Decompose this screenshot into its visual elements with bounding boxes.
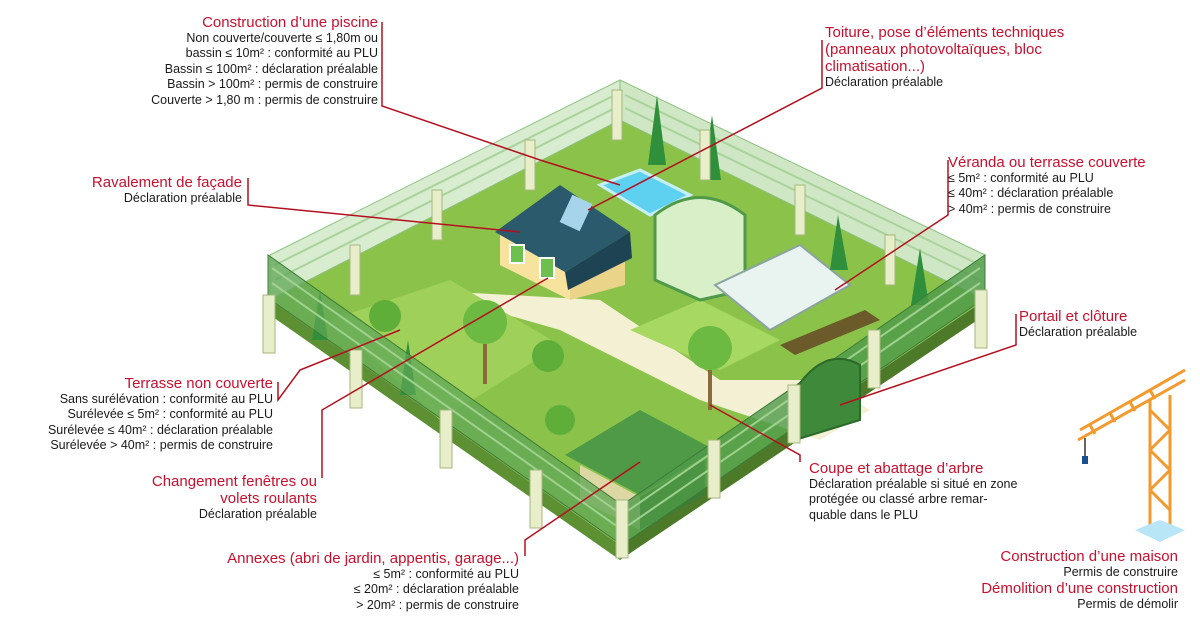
veranda-line: ≤ 40m² : déclaration préalable <box>948 186 1114 201</box>
terrasse-line: Surélevée ≤ 40m² : déclaration préalable <box>47 422 273 437</box>
solar-panel <box>559 194 593 232</box>
fenetres-line: Déclaration préalable <box>198 507 317 521</box>
annotation-ravalement: Ravalement de façade Déclaration préalab… <box>92 174 242 206</box>
arbre-line: Déclaration préalable si situé en zone <box>809 477 1018 491</box>
fenetres-title: Changement fenêtres ou volets roulants <box>151 473 317 507</box>
annotation-arbre: Coupe et abattage d’arbre Déclaration pr… <box>809 460 1017 523</box>
arbre-line: protégée ou classé arbre remar- <box>809 492 988 507</box>
annotation-terrasse: Terrasse non couverte Sans surélévation … <box>48 375 273 454</box>
terrasse-title: Terrasse non couverte <box>124 375 273 392</box>
demolition-title: Démolition d’une construction <box>981 580 1178 598</box>
fence-pillars <box>262 89 988 559</box>
garden-path <box>420 290 870 440</box>
crane-hook <box>1082 456 1088 464</box>
annexes-line: > 20m² : permis de construire <box>356 597 519 612</box>
terrasse-line: Surélevée ≤ 5m² : conformité au PLU <box>67 407 273 422</box>
garden-bed <box>780 310 880 355</box>
leader-lines <box>247 22 1017 556</box>
house-window-1 <box>509 244 525 264</box>
portail-title: Portail et clôture <box>1019 308 1128 325</box>
toiture-line: Déclaration préalable <box>825 75 944 89</box>
crane-base <box>1135 520 1185 542</box>
house-window-2 <box>539 257 555 279</box>
greenhouse <box>713 243 852 332</box>
piscine-line: Bassin ≤ 100m² : déclaration préalable <box>164 61 378 76</box>
piscine-line: Non couverte/couverte ≤ 1,80m ou <box>186 31 378 45</box>
annotation-toiture: Toiture, pose d’éléments techniques (pan… <box>825 24 1064 90</box>
annotation-annexes: Annexes (abri de jardin, appentis, garag… <box>227 550 519 613</box>
terrasse-line: Sans surélévation : conformité au PLU <box>59 392 273 406</box>
ravalement-line: Déclaration préalable <box>123 191 242 205</box>
veranda-line: ≤ 5m² : conformité au PLU <box>948 171 1094 185</box>
shed-roof <box>565 410 715 495</box>
veranda-line: > 40m² : permis de construire <box>948 201 1111 216</box>
annotation-maison: Construction d’une maison Permis de cons… <box>981 548 1178 613</box>
annotation-portail: Portail et clôture Déclaration préalable <box>1019 308 1137 340</box>
piscine-title: Construction d’une piscine <box>202 14 378 31</box>
toiture-title: Toiture, pose d’éléments techniques (pan… <box>825 24 1065 75</box>
maison-line: Permis de construire <box>1063 565 1178 579</box>
annexes-line: ≤ 5m² : conformité au PLU <box>373 567 519 581</box>
annotation-fenetres: Changement fenêtres ou volets roulants D… <box>152 473 317 522</box>
veranda-title: Véranda ou terrasse couverte <box>948 154 1146 171</box>
ravalement-title: Ravalement de façade <box>91 174 242 191</box>
arbre-title: Coupe et abattage d’arbre <box>809 460 984 477</box>
piscine-line: bassin ≤ 10m² : conformité au PLU <box>185 46 378 61</box>
annotation-veranda: Véranda ou terrasse couverte ≤ 5m² : con… <box>948 154 1146 217</box>
annexes-title: Annexes (abri de jardin, appentis, garag… <box>227 550 519 567</box>
demolition-line: Permis de démolir <box>1077 597 1178 612</box>
annexes-line: ≤ 20m² : déclaration préalable <box>353 582 519 597</box>
tower-crane <box>1077 368 1186 530</box>
house-roof <box>495 185 630 272</box>
annotation-piscine: Construction d’une piscine Non couverte/… <box>151 14 378 108</box>
house-roof-dark <box>565 232 632 290</box>
maison-title: Construction d’une maison <box>1000 548 1178 565</box>
pool <box>596 168 694 217</box>
arbre-line: quable dans le PLU <box>809 507 919 522</box>
terrasse-line: Surélevée > 40m² : permis de construire <box>50 438 273 453</box>
piscine-line: Couverte > 1,80 m : permis de construire <box>151 92 378 107</box>
portail-line: Déclaration préalable <box>1019 325 1138 339</box>
piscine-line: Bassin > 100m² : permis de construire <box>167 77 378 92</box>
